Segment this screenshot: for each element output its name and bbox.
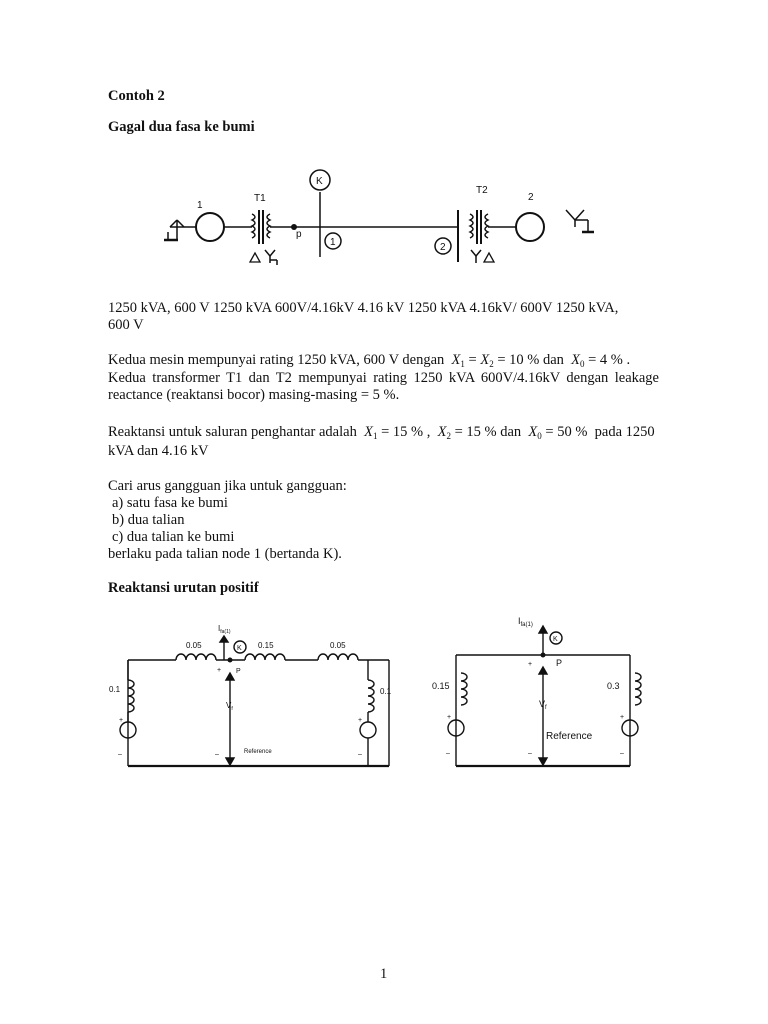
left-src2-minus: – (358, 751, 362, 758)
t1-label: T1 (254, 193, 266, 204)
para2-tail: pada 1250 (594, 424, 655, 440)
ratings-line-1: 1250 kVA, 600 V 1250 kVA 600V/4.16kV 4.1… (108, 300, 619, 316)
p-label: p (296, 229, 302, 240)
ratings-line-2: 600 V (108, 317, 144, 333)
section-heading: Reaktansi urutan positif (108, 580, 259, 596)
page-subtitle: Gagal dua fasa ke bumi (108, 119, 255, 135)
eq-sign: = (468, 352, 477, 368)
para1-intro: Kedua mesin mempunyai rating 1250 kVA, 6… (108, 352, 445, 368)
right-right-shunt-x: 0.3 (607, 681, 620, 691)
x12-value: = 10 % dan (497, 352, 564, 368)
question-item-b: b) dua talian (112, 512, 185, 528)
right-fault-point (540, 652, 546, 658)
bus-point-p (291, 224, 297, 230)
right-k-label: K (553, 636, 558, 643)
right-i-label: Ifa(1) (518, 616, 533, 628)
node2-label: 2 (440, 242, 446, 253)
left-src1-minus: – (118, 751, 122, 758)
right-src2-minus: – (620, 750, 624, 757)
fault-point (227, 657, 233, 663)
k-label: K (316, 176, 323, 187)
para1-line1: Kedua mesin mempunyai rating 1250 kVA, 6… (108, 352, 630, 372)
question-item-a: a) satu fasa ke bumi (112, 495, 228, 511)
para1-line3: reactance (reaktansi bocor) masing-masin… (108, 387, 400, 403)
right-p-plus: + (528, 661, 532, 668)
para1-line2: Kedua transformer T1 dan T2 mempunyai ra… (108, 370, 659, 386)
line-x2-subscript: 2 (446, 431, 451, 441)
right-v-label: Vf (539, 699, 547, 711)
question-outro: berlaku pada talian node 1 (bertanda K). (108, 546, 342, 562)
left-src1-plus: + (119, 717, 123, 724)
line-x0-value: = 50 % (545, 424, 588, 440)
para2-line1: Reaktansi untuk saluran penghantar adala… (108, 424, 655, 444)
line-x1-value: = 15 % , (381, 424, 431, 440)
right-src1-minus: – (446, 750, 450, 757)
line-x1-subscript: 1 (372, 431, 378, 441)
para2-line2: kVA dan 4.16 kV (108, 443, 209, 459)
left-p-plus: + (217, 667, 221, 674)
right-src2-plus: + (620, 714, 624, 721)
left-k-label: K (237, 645, 242, 652)
right-src1-plus: + (447, 714, 451, 721)
x1-subscript: 1 (460, 359, 465, 369)
x2-symbol: X (480, 352, 490, 368)
line-x1-symbol: X (364, 424, 373, 440)
right-p-label: P (556, 658, 562, 668)
question-intro: Cari arus gangguan jika untuk gangguan: (108, 478, 347, 494)
right-v-minus: – (528, 750, 532, 757)
left-p-label: P (236, 668, 241, 675)
para2-intro: Reaktansi untuk saluran penghantar adala… (108, 424, 357, 440)
right-left-shunt-x: 0.15 (432, 681, 450, 691)
left-reference-label: Reference (244, 749, 272, 755)
left-shunt-x: 0.1 (109, 685, 121, 694)
node1-label: 1 (330, 237, 336, 248)
left-impedance-1: 0.05 (186, 641, 202, 650)
left-v-label: Vf (226, 701, 233, 712)
gen1-number: 1 (197, 200, 203, 211)
x0-subscript: 0 (580, 359, 585, 369)
line-x2-value: = 15 % dan (454, 424, 522, 440)
line-x2-symbol: X (437, 424, 447, 440)
right-shunt-x: 0.1 (380, 687, 392, 696)
gen2-number: 2 (528, 192, 534, 203)
x2-subscript: 2 (489, 359, 494, 369)
line-x0-symbol: X (528, 424, 538, 440)
left-impedance-3: 0.05 (330, 641, 346, 650)
page-number: 1 (380, 966, 388, 982)
left-i-label: Ifa(1) (218, 624, 231, 635)
page-heading: Contoh 2 (108, 88, 165, 104)
x1-symbol: X (451, 352, 461, 368)
t2-label: T2 (476, 185, 488, 196)
x0-value: = 4 % . (588, 352, 631, 368)
left-impedance-2: 0.15 (258, 641, 274, 650)
x0-symbol: X (571, 352, 580, 368)
left-src2-plus: + (358, 717, 362, 724)
line-x0-subscript: 0 (537, 431, 542, 441)
question-item-c: c) dua talian ke bumi (112, 529, 235, 545)
right-reference-label: Reference (546, 731, 593, 742)
left-v-minus: – (215, 751, 219, 758)
